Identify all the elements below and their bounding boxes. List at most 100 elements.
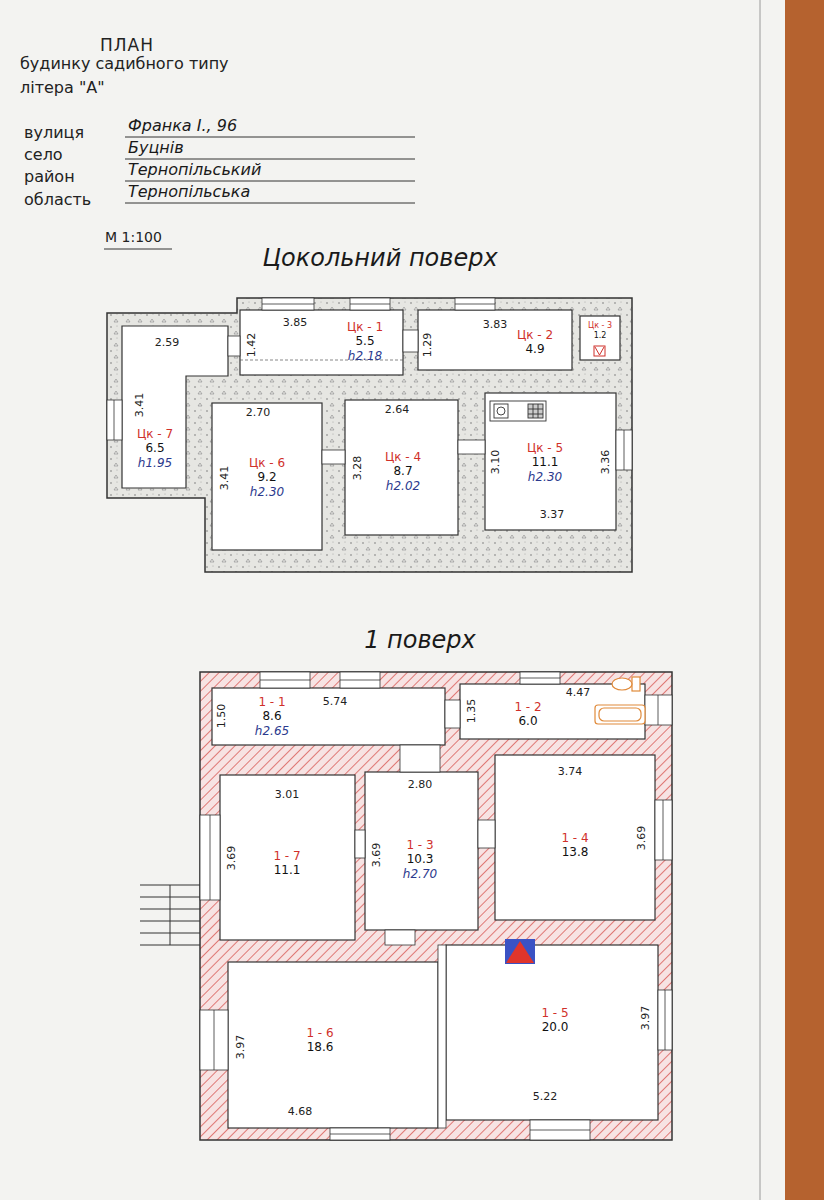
- room-label-stack: Цк - 69.2h2.30: [249, 456, 285, 499]
- room: 1 - 413.8: [495, 755, 655, 920]
- room-number: Цк - 1: [347, 320, 383, 334]
- room-number: 1 - 1: [255, 695, 289, 709]
- room-number: 1 - 4: [561, 831, 588, 845]
- dimension: 3.69: [636, 826, 648, 851]
- room: Цк - 15.5h2.18: [240, 310, 403, 375]
- room-label-stack: 1 - 618.6: [306, 1026, 333, 1055]
- room-area: 11.1: [273, 863, 300, 877]
- room-label-stack: 1 - 26.0: [514, 700, 541, 729]
- dimension: 1.29: [422, 333, 434, 358]
- room-label-stack: 1 - 18.6h2.65: [255, 695, 289, 738]
- room-label-stack: 1 - 520.0: [541, 1006, 568, 1035]
- room-area: 8.6: [255, 710, 289, 724]
- room-number: Цк - 3: [588, 321, 612, 331]
- dimension: 3.97: [640, 1006, 652, 1031]
- address-value: Тернопільська: [128, 183, 250, 201]
- dimension: 3.41: [134, 393, 146, 418]
- room-number: Цк - 2: [517, 328, 553, 342]
- dimension: 3.28: [352, 456, 364, 481]
- room-label-stack: 1 - 711.1: [273, 849, 300, 878]
- header-text: область: [24, 191, 91, 209]
- room-area: 6.5: [137, 442, 173, 456]
- dimension: 2.70: [246, 407, 271, 419]
- room-number: Цк - 5: [527, 441, 563, 455]
- boiler-symbol: [594, 346, 605, 356]
- table-background: [785, 0, 824, 1200]
- room-label-stack: 1 - 310.3h2.70: [403, 838, 437, 881]
- room-area: 18.6: [306, 1040, 333, 1054]
- plan-title: ПЛАН: [100, 36, 154, 55]
- room-label-stack: Цк - 76.5h1.95: [137, 427, 173, 470]
- floor-heading: 1 поверх: [364, 627, 476, 653]
- kitchen-icon: [490, 401, 546, 421]
- room-height: h1.95: [137, 456, 173, 470]
- floor-heading: Цокольний поверх: [262, 245, 497, 271]
- bath-icon: [595, 705, 645, 724]
- entrance-steps: [140, 885, 200, 945]
- dimension: 3.69: [226, 846, 238, 871]
- room-area: 4.9: [517, 342, 553, 356]
- room: 1 - 26.0: [460, 684, 645, 739]
- room-number: 1 - 7: [273, 849, 300, 863]
- room-label-stack: Цк - 511.1h2.30: [527, 441, 563, 484]
- room-label-stack: 1 - 413.8: [561, 831, 588, 860]
- dimension: 3.83: [483, 319, 508, 331]
- dimension: 2.64: [385, 404, 410, 416]
- first-floor-walls: [200, 672, 672, 1140]
- dimension: 3.74: [558, 766, 583, 778]
- room-label-stack: Цк - 24.9: [517, 328, 553, 357]
- room-area: 1.2: [588, 331, 612, 341]
- room-area: 20.0: [541, 1020, 568, 1034]
- dimension: 1.42: [246, 333, 258, 358]
- chimney-symbol: [505, 939, 535, 964]
- dimension: 3.37: [540, 509, 565, 521]
- room-number: 1 - 2: [514, 700, 541, 714]
- room-number: Цк - 7: [137, 427, 173, 441]
- dimension: 3.10: [490, 450, 502, 475]
- room-label-stack: Цк - 48.7h2.02: [385, 450, 421, 493]
- toilet-icon: [612, 677, 640, 691]
- room-number: 1 - 5: [541, 1006, 568, 1020]
- header-text: літера "А": [20, 79, 105, 97]
- room-area: 10.3: [403, 853, 437, 867]
- room-height: h2.65: [255, 724, 289, 738]
- dimension: 4.47: [566, 687, 591, 699]
- header-text: вулиця: [24, 124, 84, 142]
- dimension: 3.69: [371, 843, 383, 868]
- room-area: 8.7: [385, 465, 421, 479]
- room-height: h2.30: [527, 470, 563, 484]
- floor-plan: 1 поверх1 - 18.6h2.651 - 26.01 - 711.11 …: [200, 672, 672, 1140]
- dimension: 3.97: [235, 1035, 247, 1060]
- address-value: Тернопільський: [128, 161, 261, 179]
- basement-walls: [107, 298, 632, 572]
- dimension: 5.74: [323, 696, 348, 708]
- dimension: 1.50: [216, 704, 228, 729]
- room-area: 9.2: [249, 471, 285, 485]
- scale-note: М 1:100: [105, 230, 162, 245]
- dimension: 5.22: [533, 1091, 558, 1103]
- dimension: 3.41: [219, 466, 231, 491]
- room-number: Цк - 6: [249, 456, 285, 470]
- dimension: 3.36: [600, 450, 612, 475]
- room-area: 6.0: [514, 714, 541, 728]
- room-area: 5.5: [347, 335, 383, 349]
- room-height: h2.18: [347, 349, 383, 363]
- dimension: 4.68: [288, 1106, 313, 1118]
- address-value: Франка І., 96: [128, 117, 237, 135]
- floor-plan: Цокольний поверхЦк - 76.5h1.95Цк - 15.5h…: [107, 298, 632, 572]
- header-text: район: [24, 168, 75, 186]
- room-area: 11.1: [527, 456, 563, 470]
- underlines: [104, 137, 415, 249]
- room: 1 - 618.6: [228, 962, 438, 1128]
- dimension: 3.01: [275, 789, 300, 801]
- dimension: 2.59: [155, 337, 180, 349]
- header-text: будинку садибного типу: [20, 55, 229, 73]
- frame-line: [760, 0, 761, 1200]
- room-height: h2.70: [403, 867, 437, 881]
- room-height: h2.30: [249, 485, 285, 499]
- room-label-stack: Цк - 31.2: [588, 321, 612, 340]
- room-label-stack: Цк - 15.5h2.18: [347, 320, 383, 363]
- room: Цк - 31.2: [580, 316, 620, 360]
